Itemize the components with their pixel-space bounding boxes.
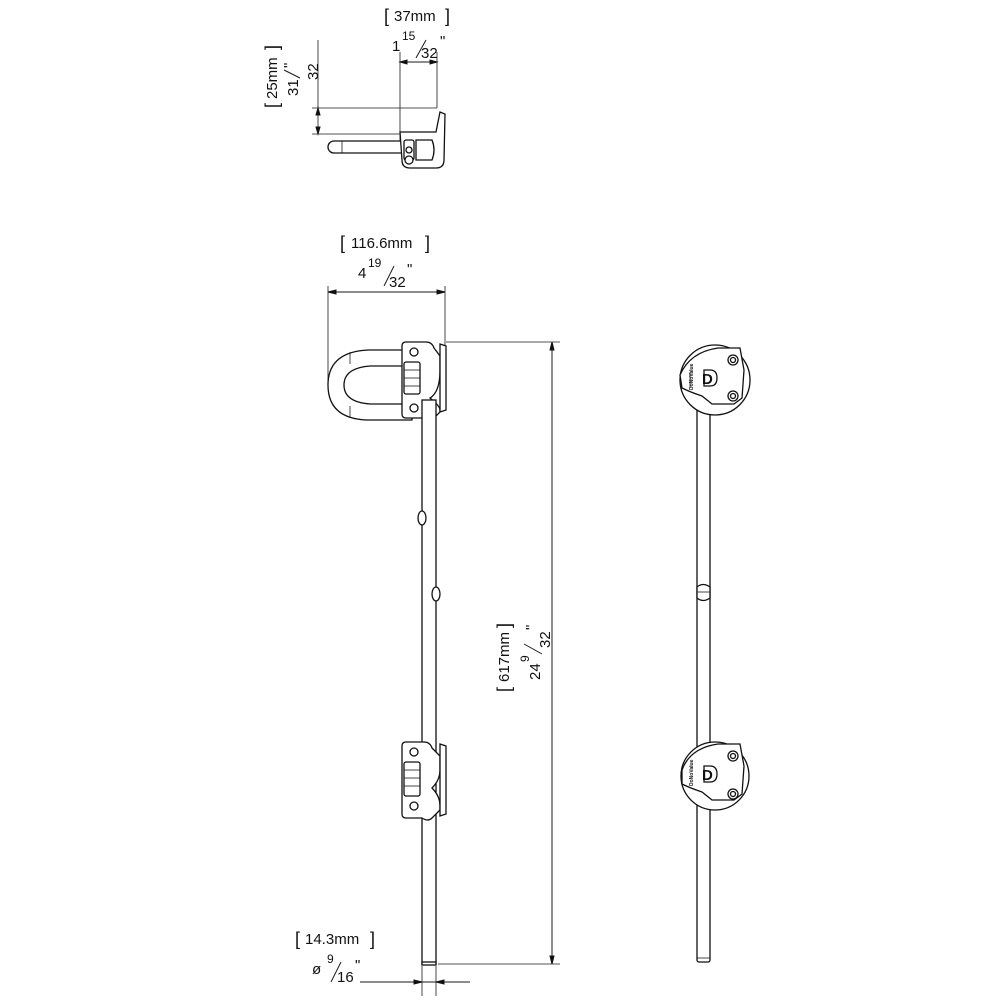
top-height-inch-label: 31 " (281, 63, 302, 96)
top-height-inch-whole: 31 (285, 79, 302, 96)
overall-width-mm: 116.6mm (351, 235, 412, 252)
rod-diameter-mm: 14.3mm (305, 931, 359, 948)
brand-logo-text-top: DoNoValue (689, 363, 695, 390)
overall-length-inch-numerator: 9 (518, 655, 532, 662)
brand-logo-letter-top: D (702, 371, 713, 388)
side-view (679, 344, 751, 963)
top-height-label: [ 25mm ] (262, 45, 282, 108)
overall-length-mm: 617mm (496, 632, 513, 682)
top-height-denominator: 32 (305, 63, 322, 80)
top-width-inch-whole: 1 (392, 38, 400, 55)
overall-width-inch-numerator: 19 (368, 256, 382, 270)
overall-width-bracket-left: [ (340, 233, 345, 253)
brand-logo-letter-bottom: D (702, 767, 713, 784)
overall-width-inch-denominator: 32 (389, 274, 406, 291)
overall-width-fraction-slash (383, 265, 395, 287)
svg-text:[: [ (262, 103, 282, 108)
front-view (327, 286, 560, 996)
overall-width-inch-unit: " (407, 261, 412, 278)
svg-text:]: ] (262, 45, 282, 50)
top-height-mm: 25mm (264, 57, 281, 99)
svg-text:]: ] (494, 623, 514, 628)
svg-text:DoNoValue: DoNoValue (689, 363, 695, 390)
overall-length-inch-whole: 24 (527, 663, 544, 680)
svg-text:32: 32 (305, 63, 322, 80)
top-height-inch-unit: " (281, 63, 298, 68)
top-width-fraction-slash (415, 39, 427, 59)
rod-diameter-inch-denominator: 16 (337, 969, 354, 986)
rod-diameter-symbol: ø (312, 961, 321, 978)
rod-diameter-fraction-slash (330, 961, 342, 983)
overall-length-label: [ 617mm ] (494, 623, 514, 692)
top-width-inch-denominator: 32 (421, 45, 438, 62)
top-width-bracket-left: [ (384, 6, 389, 26)
overall-length-inch-denominator: 32 (537, 631, 554, 648)
rod-diameter-inch-unit: " (355, 957, 360, 974)
svg-text:DoNoValue: DoNoValue (689, 759, 695, 786)
overall-length-inch-unit: " (523, 625, 540, 630)
overall-width-inch-whole: 4 (358, 265, 366, 282)
rod-diameter-bracket-right: ] (370, 929, 375, 949)
top-width-mm: 37mm (394, 8, 436, 25)
overall-length-inch-label: 24 9 32 " (518, 625, 554, 680)
rod-diameter-inch-numerator: 9 (327, 952, 334, 966)
svg-text:[: [ (494, 687, 514, 692)
top-width-inch-numerator: 15 (402, 29, 416, 43)
top-width-inch-unit: " (440, 33, 445, 50)
brand-logo-text-bottom: DoNoValue (689, 759, 695, 786)
rod-diameter-bracket-left: [ (295, 929, 300, 949)
top-width-bracket-right: ] (445, 6, 450, 26)
top-view (312, 40, 446, 169)
overall-width-bracket-right: ] (425, 233, 430, 253)
